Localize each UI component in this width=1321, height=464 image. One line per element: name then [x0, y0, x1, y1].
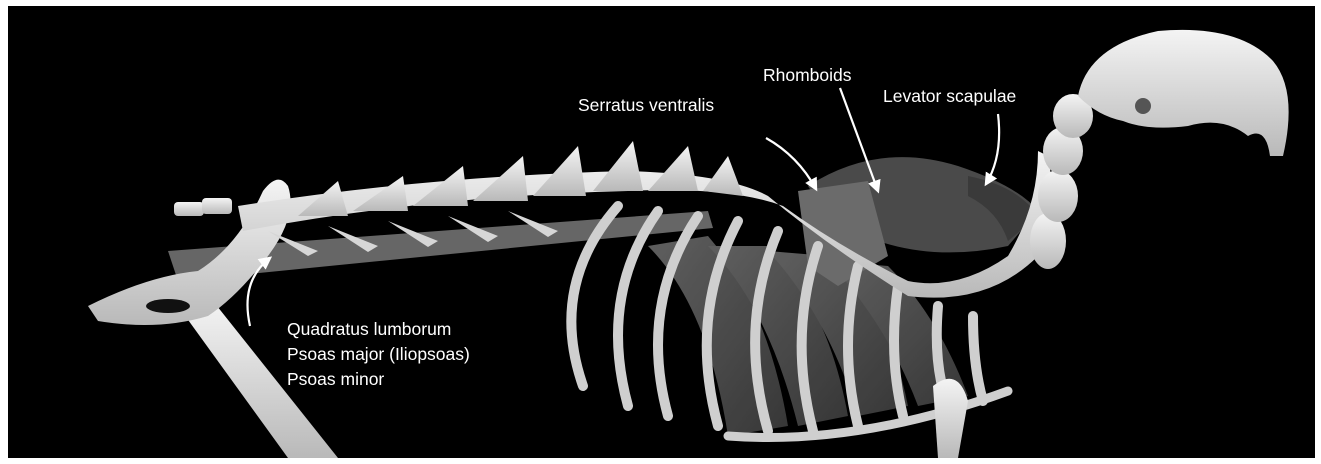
levator-arrow — [986, 114, 999, 184]
rhomboids-label: Rhomboids — [763, 67, 852, 85]
anatomy-figure: Serratus ventralis Rhomboids Levator sca… — [8, 6, 1315, 458]
psoas-minor-label: Psoas minor — [287, 367, 470, 392]
psoas-major-label: Psoas major (Iliopsoas) — [287, 342, 470, 367]
spinous-processes — [298, 141, 743, 216]
levator-scapulae-label: Levator scapulae — [883, 88, 1016, 106]
skeleton-illustration — [8, 6, 1315, 458]
forelimb-bone — [933, 379, 968, 458]
tail-vertebrae — [174, 198, 232, 216]
skull — [1078, 30, 1289, 156]
serratus-arrow — [766, 138, 816, 189]
quadratus-lumborum-label: Quadratus lumborum — [287, 317, 470, 342]
serratus-ventralis-label: Serratus ventralis — [578, 97, 714, 115]
lumbar-muscle-labels: Quadratus lumborum Psoas major (Iliopsoa… — [287, 317, 470, 392]
